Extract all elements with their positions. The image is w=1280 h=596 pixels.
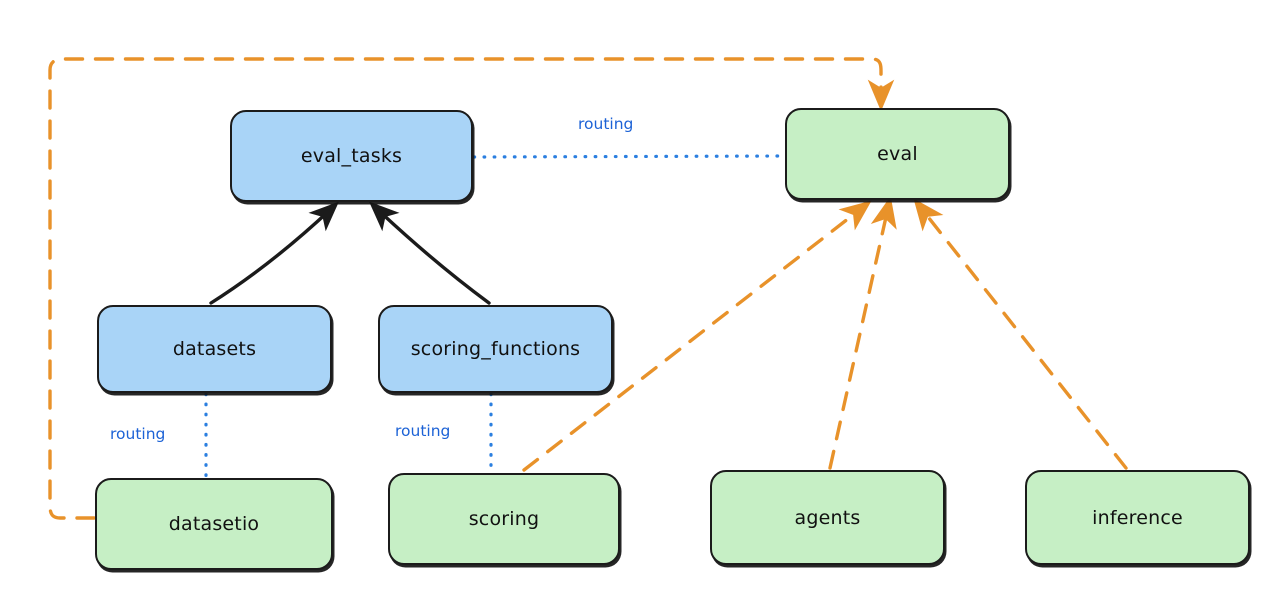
node-label-eval-tasks: eval_tasks bbox=[300, 145, 403, 167]
node-agents[interactable]: agents bbox=[710, 470, 945, 565]
node-label-agents: agents bbox=[794, 506, 861, 529]
node-eval-tasks[interactable]: eval_tasks bbox=[230, 110, 473, 202]
node-label-scoring: scoring bbox=[468, 508, 540, 530]
node-label-datasets: datasets bbox=[172, 338, 257, 360]
node-datasets[interactable]: datasets bbox=[97, 305, 332, 393]
node-label-datasetio: datasetio bbox=[168, 513, 260, 535]
edge-label-routing-eval: routing bbox=[578, 115, 634, 133]
routing-edge-eval-tasks-to-eval bbox=[472, 154, 786, 159]
node-scoring[interactable]: scoring bbox=[388, 473, 620, 565]
node-label-scoring-functions: scoring_functions bbox=[410, 338, 581, 360]
dependency-edge-scoring-functions-to-eval-tasks bbox=[369, 201, 491, 305]
provider-edge-inference-to-eval bbox=[913, 198, 1128, 470]
node-label-inference: inference bbox=[1092, 506, 1183, 529]
edge-label-routing-scoring: routing bbox=[395, 422, 451, 440]
node-datasetio[interactable]: datasetio bbox=[95, 478, 333, 570]
node-scoring-functions[interactable]: scoring_functions bbox=[378, 305, 613, 393]
provider-edge-agents-to-eval bbox=[828, 196, 897, 470]
node-inference[interactable]: inference bbox=[1025, 470, 1250, 565]
dependency-edge-datasets-to-eval-tasks bbox=[209, 201, 339, 305]
node-label-eval: eval bbox=[877, 143, 918, 165]
node-eval[interactable]: eval bbox=[785, 108, 1010, 200]
edge-label-routing-datasets: routing bbox=[110, 425, 166, 443]
